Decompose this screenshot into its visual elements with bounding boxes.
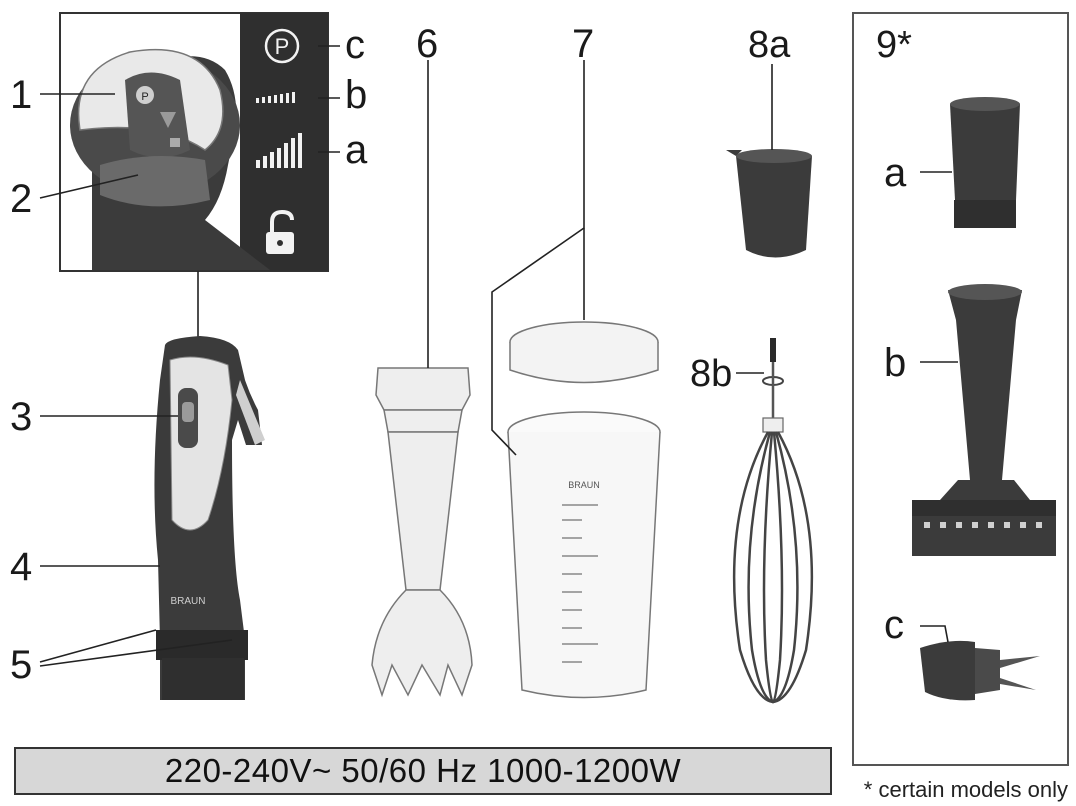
voltage-rating-text: 220-240V~ 50/60 Hz 1000-1200W — [164, 752, 682, 789]
label-c-pulse: c — [345, 23, 365, 67]
label-b-speed: b — [345, 73, 367, 117]
label-5: 5 — [10, 643, 32, 687]
optional-accessories-box — [852, 12, 1069, 766]
label-6: 6 — [416, 22, 438, 66]
accessory-b — [912, 284, 1056, 556]
pulse-mode-icon — [264, 28, 300, 64]
whisk — [732, 338, 814, 704]
beaker-brand-mark: BRAUN — [568, 480, 600, 490]
accessory-c — [920, 640, 1040, 701]
whisk-gearbox — [726, 149, 812, 258]
motor-handle: BRAUN — [154, 336, 265, 700]
label-8a: 8a — [748, 24, 791, 66]
low-speed-icon — [256, 92, 295, 103]
svg-text:P: P — [141, 91, 148, 103]
high-speed-icon — [256, 133, 302, 168]
label-9b: b — [884, 341, 906, 385]
unlock-icon — [266, 209, 294, 254]
control-panel-inset: P P — [59, 12, 340, 272]
label-1: 1 — [10, 73, 32, 117]
label-3: 3 — [10, 395, 32, 439]
voltage-rating-bar: 220-240V~ 50/60 Hz 1000-1200W — [14, 747, 832, 795]
blender-shaft — [371, 367, 473, 698]
brand-mark: BRAUN — [170, 596, 205, 607]
label-2: 2 — [10, 177, 32, 221]
measuring-beaker: BRAUN — [507, 321, 661, 699]
label-8b: 8b — [690, 353, 732, 395]
pulse-mode-letter: P — [275, 34, 290, 59]
label-9c: c — [884, 603, 904, 647]
label-9: 9* — [876, 24, 912, 66]
models-footnote: * certain models only — [863, 777, 1068, 802]
label-9a: a — [884, 151, 907, 195]
label-a-speed: a — [345, 128, 368, 172]
label-7: 7 — [572, 22, 594, 66]
accessory-a — [950, 97, 1020, 228]
label-4: 4 — [10, 545, 32, 589]
